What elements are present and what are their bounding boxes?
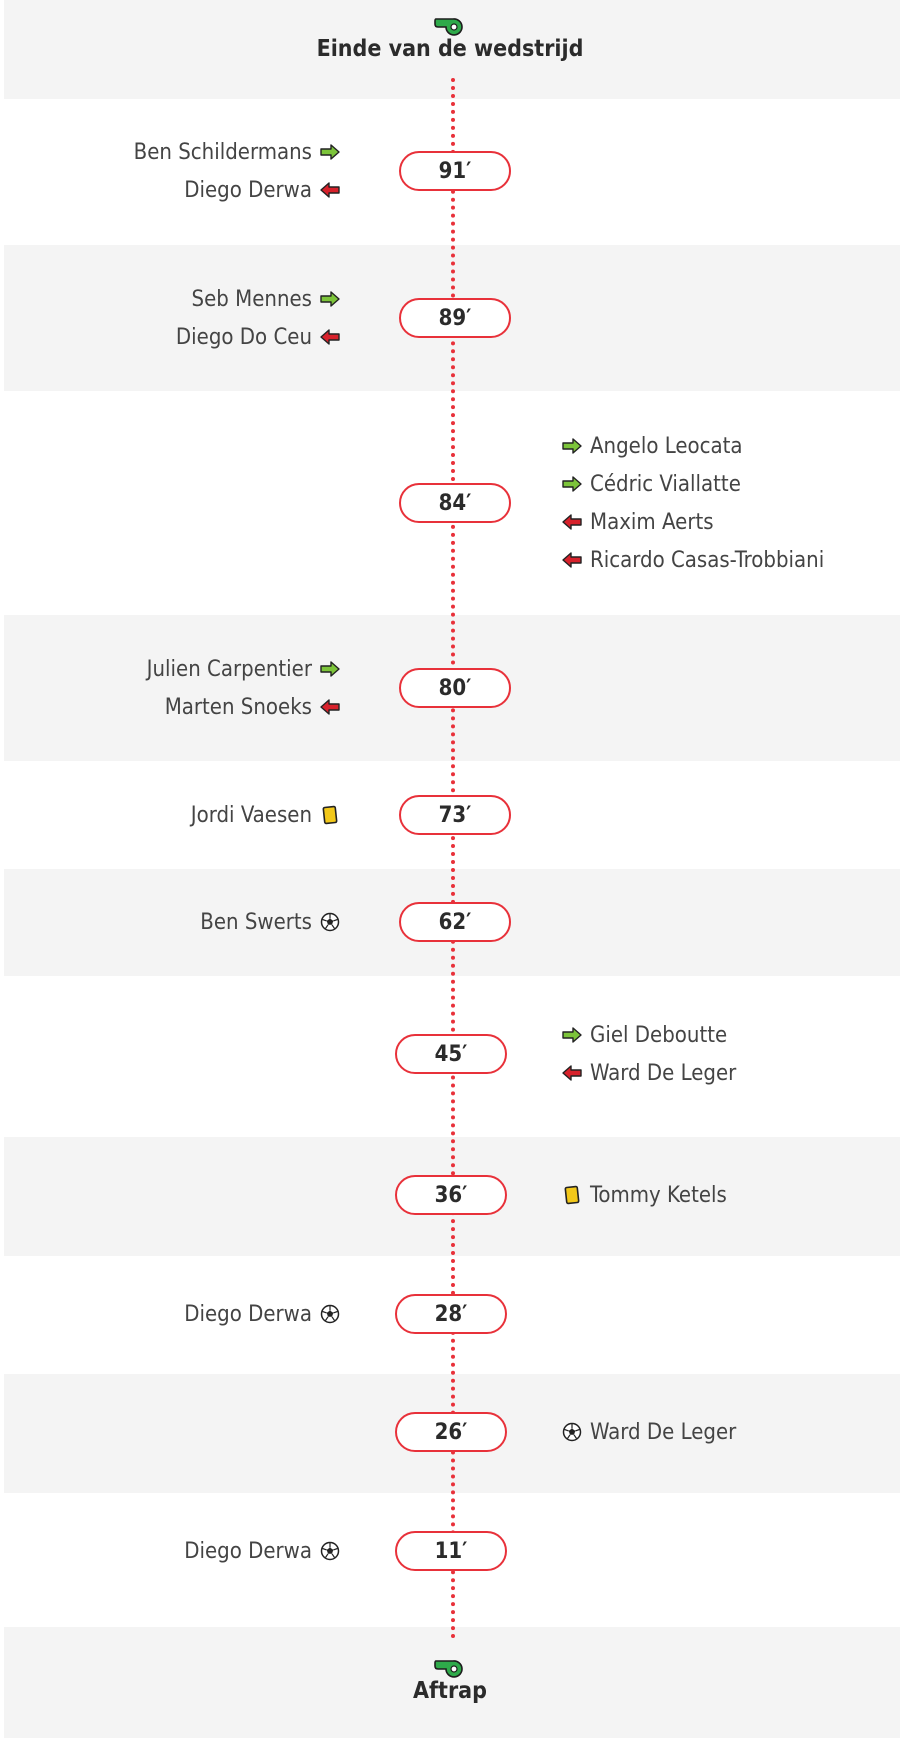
minute-badge: 89′ bbox=[399, 298, 511, 338]
kickoff-label: Aftrap bbox=[413, 1678, 487, 1704]
sub-in-icon bbox=[320, 142, 340, 162]
sub-in-icon bbox=[562, 474, 582, 494]
goal-ball-icon bbox=[320, 1541, 340, 1561]
player-name: Jordi Vaesen bbox=[190, 802, 312, 828]
whistle-icon bbox=[433, 1656, 467, 1678]
player-name: Ward De Leger bbox=[590, 1060, 737, 1086]
minute-badge: 45′ bbox=[395, 1034, 507, 1074]
player-name: Ben Schildermans bbox=[133, 139, 312, 165]
player-name: Giel Deboutte bbox=[590, 1022, 728, 1048]
player-name: Ben Swerts bbox=[200, 909, 312, 935]
sub-in-icon bbox=[562, 1025, 582, 1045]
sub-out-icon bbox=[562, 550, 582, 570]
sub-out-icon bbox=[320, 327, 340, 347]
away-events: Tommy Ketels bbox=[562, 1181, 727, 1209]
whistle-icon bbox=[433, 14, 467, 36]
event-item: Ben Swerts bbox=[200, 908, 340, 936]
player-name: Ward De Leger bbox=[590, 1419, 737, 1445]
sub-out-icon bbox=[562, 512, 582, 532]
home-events: Diego Derwa bbox=[184, 1300, 340, 1328]
player-name: Ricardo Casas-Trobbiani bbox=[590, 547, 825, 573]
minute-badge: 36′ bbox=[395, 1175, 507, 1215]
player-name: Diego Derwa bbox=[184, 1538, 312, 1564]
yellow-card-icon bbox=[320, 805, 340, 825]
event-item: Tommy Ketels bbox=[562, 1181, 727, 1209]
event-item: Julien Carpentier bbox=[147, 655, 340, 683]
event-item: Diego Derwa bbox=[184, 1300, 340, 1328]
sub-out-icon bbox=[562, 1063, 582, 1083]
player-name: Marten Snoeks bbox=[164, 694, 312, 720]
yellow-card-icon bbox=[562, 1185, 582, 1205]
kickoff-marker: Aftrap bbox=[0, 1656, 900, 1704]
event-item: Giel Deboutte bbox=[562, 1021, 727, 1049]
match-end-marker: Einde van de wedstrijd bbox=[0, 14, 900, 62]
minute-badge: 11′ bbox=[395, 1531, 507, 1571]
minute-badge: 84′ bbox=[399, 483, 511, 523]
sub-out-icon bbox=[320, 697, 340, 717]
event-item: Cédric Viallatte bbox=[562, 470, 741, 498]
minute-badge: 62′ bbox=[399, 902, 511, 942]
player-name: Cédric Viallatte bbox=[590, 471, 741, 497]
goal-ball-icon bbox=[320, 1304, 340, 1324]
match-end-label: Einde van de wedstrijd bbox=[316, 36, 584, 62]
player-name: Tommy Ketels bbox=[590, 1182, 727, 1208]
player-name: Seb Mennes bbox=[191, 286, 312, 312]
event-item: Diego Do Ceu bbox=[176, 323, 340, 351]
minute-badge: 91′ bbox=[399, 151, 511, 191]
timeline-axis bbox=[451, 78, 455, 1640]
goal-ball-icon bbox=[562, 1422, 582, 1442]
event-item: Seb Mennes bbox=[192, 285, 340, 313]
minute-badge: 73′ bbox=[399, 795, 511, 835]
event-item: Jordi Vaesen bbox=[191, 801, 340, 829]
sub-in-icon bbox=[562, 436, 582, 456]
goal-ball-icon bbox=[320, 912, 340, 932]
event-item: Marten Snoeks bbox=[165, 693, 340, 721]
sub-out-icon bbox=[320, 180, 340, 200]
player-name: Maxim Aerts bbox=[590, 509, 714, 535]
minute-badge: 26′ bbox=[395, 1412, 507, 1452]
event-item: Ward De Leger bbox=[562, 1418, 736, 1446]
sub-in-icon bbox=[320, 289, 340, 309]
timeline-band bbox=[4, 1627, 900, 1738]
player-name: Angelo Leocata bbox=[590, 433, 743, 459]
event-item: Ward De Leger bbox=[562, 1059, 736, 1087]
minute-badge: 28′ bbox=[395, 1294, 507, 1334]
event-item: Diego Derwa bbox=[184, 176, 340, 204]
home-events: Jordi Vaesen bbox=[191, 801, 340, 829]
player-name: Diego Derwa bbox=[184, 1301, 312, 1327]
home-events: Diego Derwa bbox=[184, 1537, 340, 1565]
event-item: Angelo Leocata bbox=[562, 432, 743, 460]
player-name: Diego Do Ceu bbox=[175, 324, 312, 350]
home-events: Ben Swerts bbox=[200, 908, 340, 936]
event-item: Diego Derwa bbox=[184, 1537, 340, 1565]
event-item: Ben Schildermans bbox=[134, 138, 340, 166]
event-item: Maxim Aerts bbox=[562, 508, 714, 536]
minute-badge: 80′ bbox=[399, 668, 511, 708]
event-item: Ricardo Casas-Trobbiani bbox=[562, 546, 824, 574]
player-name: Diego Derwa bbox=[184, 177, 312, 203]
player-name: Julien Carpentier bbox=[146, 656, 312, 682]
sub-in-icon bbox=[320, 659, 340, 679]
away-events: Ward De Leger bbox=[562, 1418, 736, 1446]
